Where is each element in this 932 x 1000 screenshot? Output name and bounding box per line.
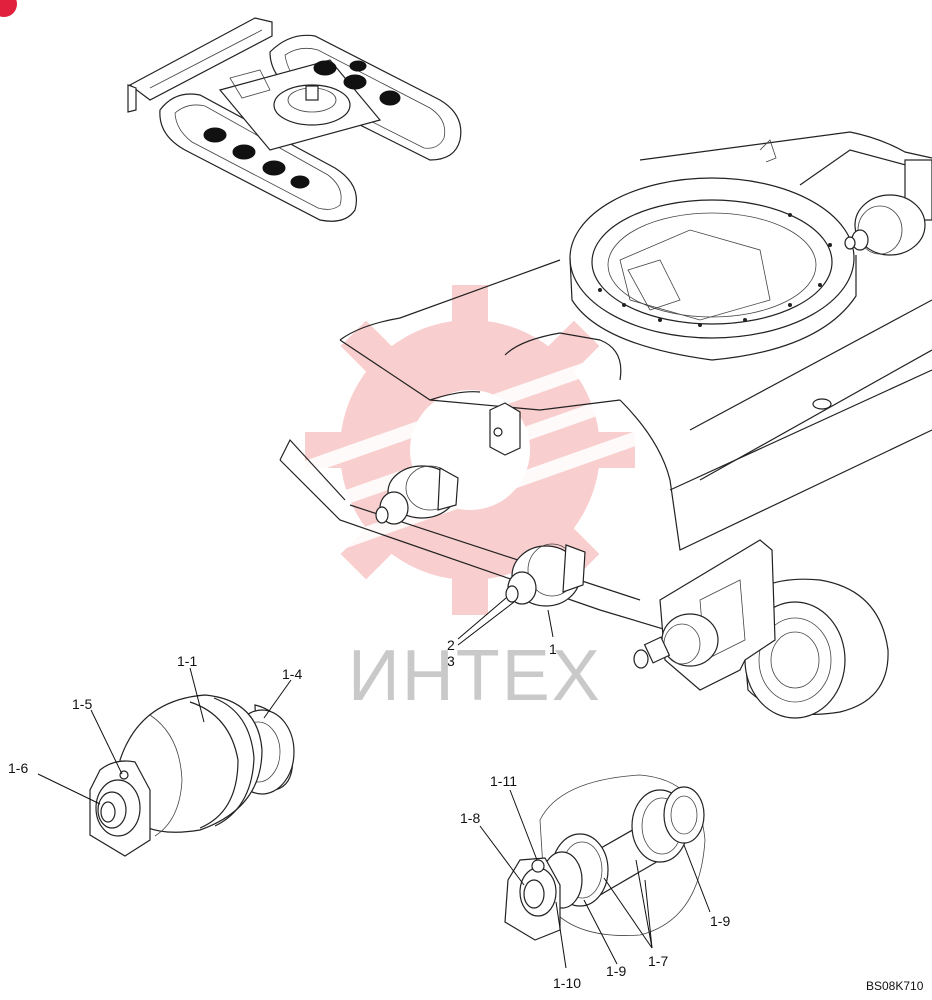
callout-1-10: 1-10 (553, 975, 581, 991)
callout-1-11: 1-11 (490, 773, 517, 789)
callout-1-4: 1-4 (282, 666, 302, 682)
callout-3: 3 (447, 653, 455, 669)
callout-1-9-lower: 1-9 (606, 963, 626, 979)
callout-1-8: 1-8 (460, 810, 480, 826)
gear-logo-icon (297, 285, 663, 615)
undercarriage-index-view (127, 17, 462, 222)
roller-exploded-detail (479, 774, 711, 969)
lower-roller-b (505, 543, 586, 607)
roller-assembly-detail (37, 667, 295, 857)
callout-1-7: 1-7 (648, 953, 668, 969)
callout-1-6: 1-6 (8, 760, 28, 776)
red-badge-icon (0, 0, 17, 17)
drawing-code: BS08K710 (866, 979, 924, 993)
callout-2: 2 (447, 637, 455, 653)
callout-1-1: 1-1 (177, 653, 197, 669)
lower-roller-a (375, 465, 459, 525)
callout-1-9-right: 1-9 (710, 913, 730, 929)
callout-1-5: 1-5 (72, 696, 92, 712)
track-frame-main-view (279, 131, 932, 719)
callout-1: 1 (549, 641, 557, 657)
watermark-text: ИНТЕХ (348, 636, 602, 716)
